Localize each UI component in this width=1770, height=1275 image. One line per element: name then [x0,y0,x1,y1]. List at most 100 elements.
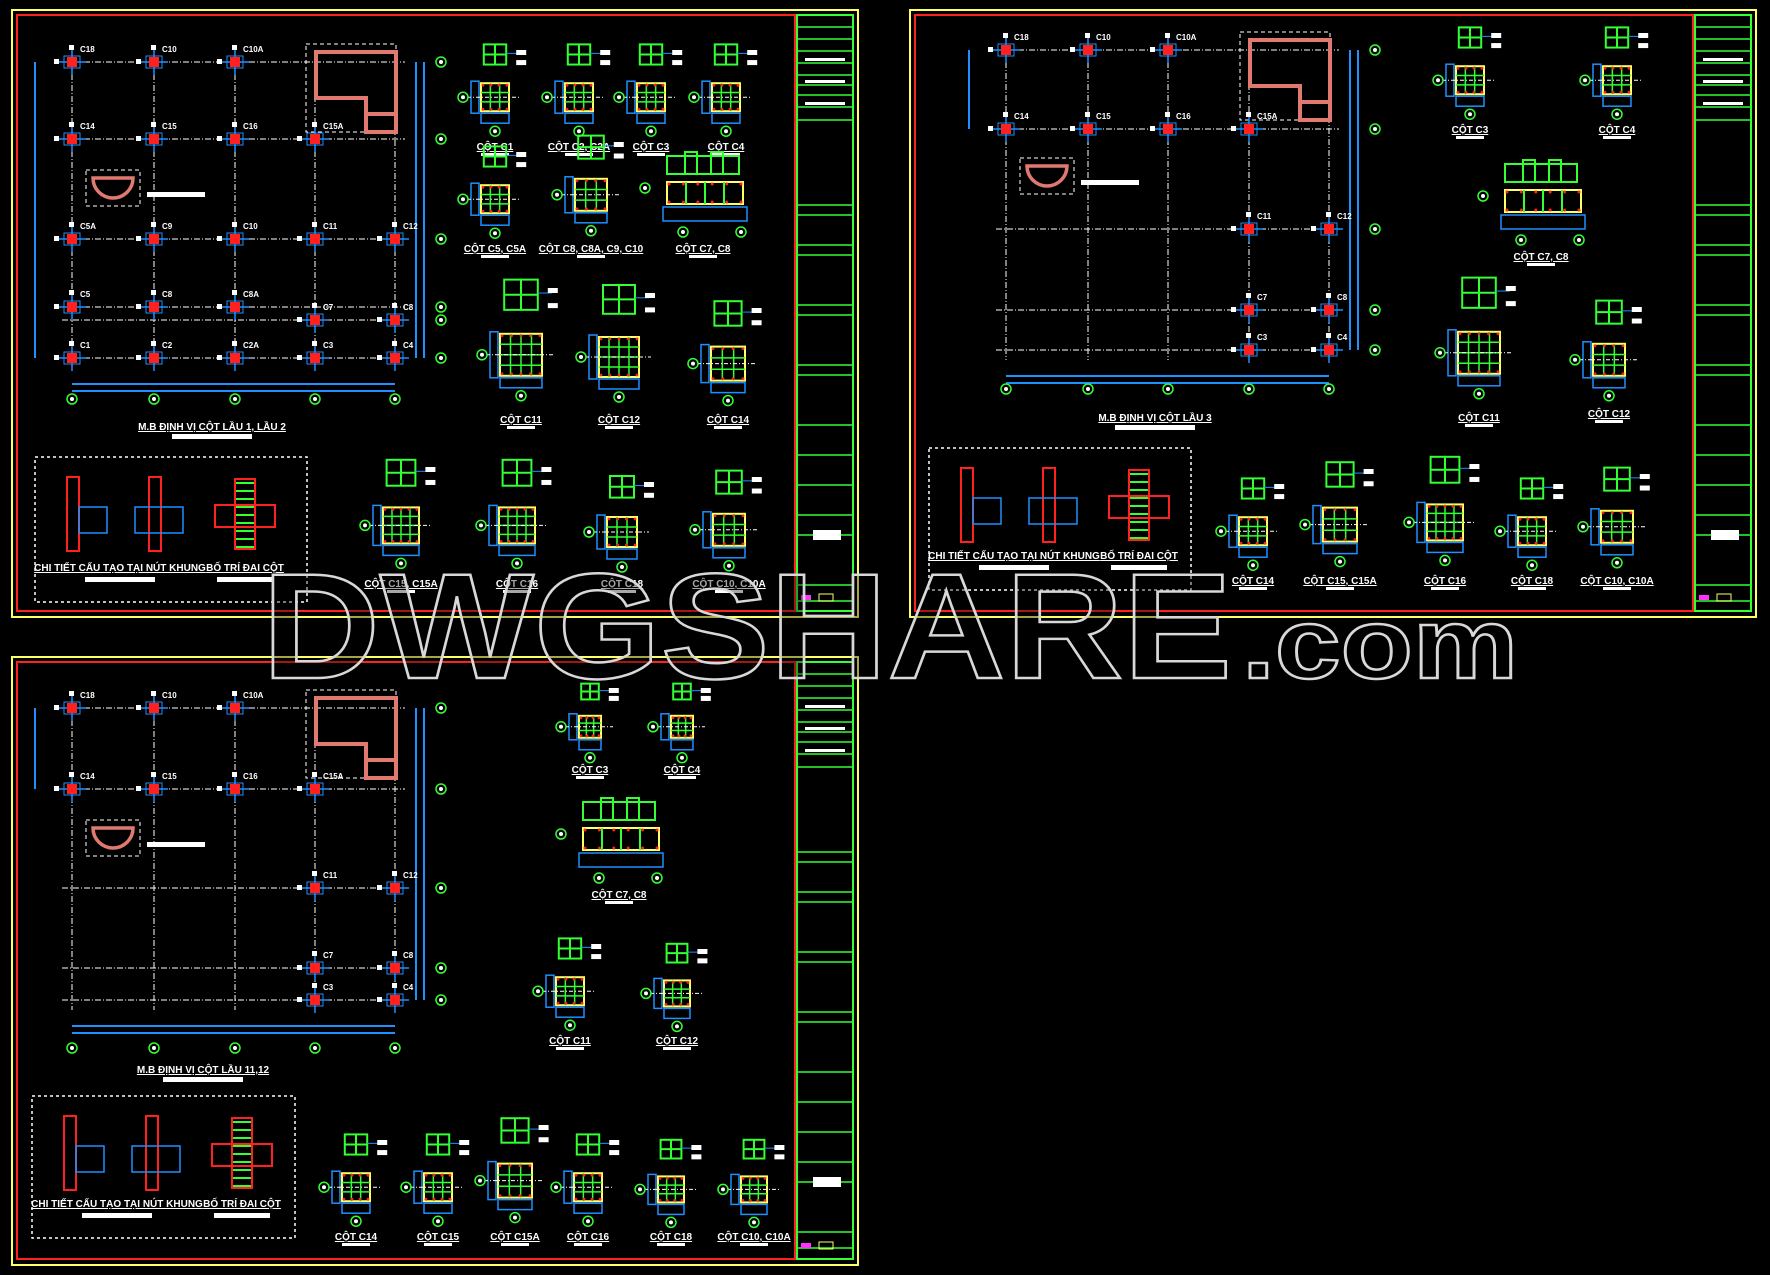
rebar [448,1197,452,1201]
rebar [391,508,395,511]
rebar [572,977,576,981]
column-node: C15A [297,122,344,152]
node-bracket [1320,343,1338,357]
rebar [608,373,612,377]
stirrup-shape [1522,159,1536,183]
title-block-text [1711,530,1739,540]
dim-tag [1003,112,1008,117]
rebar [732,514,736,518]
rebar [713,514,717,518]
column-node: C2 [136,341,173,371]
dim-tag [297,355,302,360]
rebar [1518,541,1522,545]
stirrup-detail-title: BỐ TRÍ ĐAI CỘT [1100,548,1178,562]
rebar [680,1177,684,1180]
rebar [671,716,675,720]
dim-tag [1246,333,1251,338]
dimension-line [1457,375,1501,387]
axis-bubble-dot [439,60,443,64]
scale-note [657,1243,685,1246]
rebar [1456,66,1460,70]
rebar [523,508,527,511]
rebar [575,179,579,183]
rebar [667,200,671,204]
rebar [1443,505,1447,508]
stirrup-shape [1548,159,1562,183]
dim-tag [217,236,222,241]
column-section [310,234,320,244]
rebar [515,540,519,543]
rebar [556,1001,560,1005]
column-section [149,703,159,713]
rebar [741,377,745,380]
dim-tag [1246,293,1251,298]
axis-bubble-dot [363,523,367,528]
axis-bubble-dot [587,530,591,534]
scale-note [576,776,604,779]
detail-title: CỘT C7, C8 [675,242,730,255]
column-label: C10 [1096,33,1111,42]
annotation-tag [547,303,558,309]
dim-tag [69,45,74,50]
detail-title: CỘT C10, C10A [1580,574,1653,587]
axis-bubble-dot [620,565,624,569]
rebar [1627,66,1631,70]
axis-bubble-dot [617,95,621,100]
column-section [1324,305,1334,315]
detail-title: CỘT C7, C8 [1513,250,1568,263]
rebar [683,716,687,720]
column-detail: CỘT C18 [583,475,654,593]
column-section [230,302,240,312]
column-label: C2A [243,341,259,350]
dimension-line [480,112,510,124]
axis-bubble-dot [681,230,685,234]
rebar [720,83,724,87]
column-section [1083,45,1093,55]
node-bracket [306,132,324,146]
rebar [505,185,509,189]
dimension-line [573,1202,603,1214]
plan-title: M.B ĐỊNH VỊ CỘT LẦU 1, LẦU 2 [138,420,286,433]
rebar [507,508,511,511]
rebar [594,179,598,183]
rebar [696,200,700,204]
axis-bubble-dot [461,197,465,202]
node-bracket [1240,343,1258,357]
dim-tag [69,772,74,777]
dimension-line [497,1198,533,1211]
axis-bubble-dot [439,305,443,309]
rebar [626,846,630,850]
column-label: C7 [323,951,334,960]
column-detail: CỘT C3 [555,682,619,779]
column-node: C3 [297,341,334,371]
column-node: C5 [54,290,91,320]
axis-bubble-dot [597,876,601,880]
rebar [1353,508,1357,511]
title-block-text [805,705,845,708]
column-node: C7 [297,303,334,333]
axis-bubble-dot [577,129,581,134]
column-section [390,963,400,973]
dim-tag [1326,293,1331,298]
rebar [597,828,601,832]
dim-tag [54,236,59,241]
dim-tag [377,965,382,970]
column-node: C14 [54,772,95,802]
dimension-line [1500,214,1586,230]
axis-bubble-dot [439,998,443,1002]
title-block-border [796,14,854,612]
column-label: C11 [323,222,338,231]
rebar [612,828,616,832]
rebar [597,734,601,738]
axis-bubble-dot [1327,387,1331,391]
rebar [1472,90,1476,94]
column-label: C15A [1257,112,1278,121]
axis-bubble-dot [1607,393,1611,398]
column-section [310,353,320,363]
annotation-tag [459,1140,470,1145]
column-detail: CỘT C11 [1434,276,1516,427]
column-detail: CỘT C14 [687,300,762,429]
balcony-note [1081,180,1139,185]
scale-note [715,590,743,593]
